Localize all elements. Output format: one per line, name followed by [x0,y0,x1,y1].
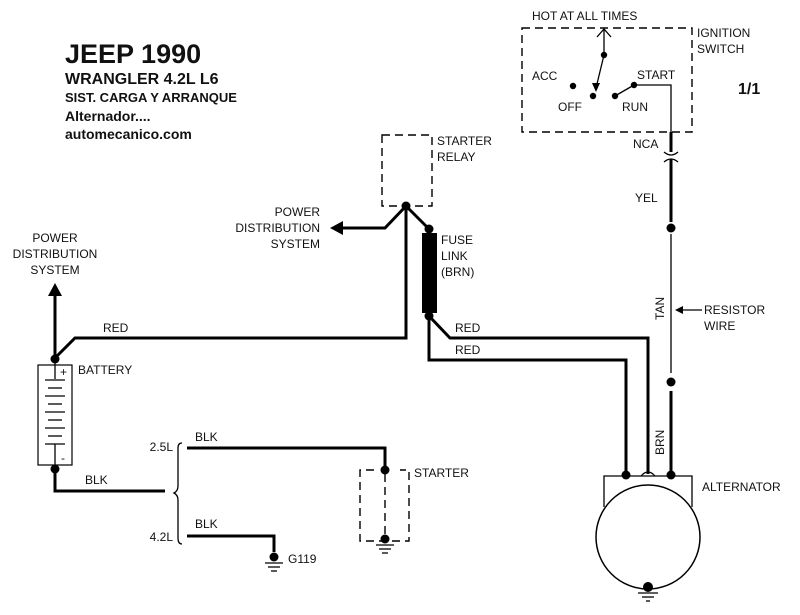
alternator-label: ALTERNATOR [702,480,781,494]
battery-label: BATTERY [78,363,132,377]
diagram-header: JEEP 1990 WRANGLER 4.2L L6 SIST. CARGA Y… [65,39,237,142]
power-distribution-up-arrow-icon[interactable] [48,283,62,296]
engine-option-25: 2.5L [150,440,174,454]
alternator-housing [603,475,693,507]
fuse-link-label-2: LINK [441,249,468,263]
starter-label: STARTER [414,466,469,480]
battery-plus-label: + [60,365,67,379]
alternator-ground-terminal [643,582,653,592]
blk-25-label: BLK [195,430,218,444]
starter: STARTER [359,466,469,554]
resistor-arrow-icon [675,306,683,314]
off-label: OFF [558,100,582,114]
resistor-wire-label-1: RESISTOR [704,303,765,317]
blk-42-wire [187,534,276,552]
alternator-terminal-2 [666,470,676,480]
pds-right-label-2: DISTRIBUTION [235,221,320,235]
acc-label: ACC [532,69,558,83]
splice-tan [666,377,676,387]
ignition-switch-label-1: IGNITION [697,26,750,40]
title-subtitle: Alternador.... [65,108,151,124]
battery-red-label: RED [103,321,129,335]
nca-connector-label: NCA [633,137,658,151]
connector-icon [663,151,679,156]
engine-option-42: 4.2L [150,530,174,544]
battery-blk-label: BLK [85,473,108,487]
engine-option-brace [172,442,183,545]
fuse-red-wire-2 [427,316,628,474]
start-label: START [637,68,676,82]
ground-label: G119 [288,552,317,566]
starter-relay-label-2: RELAY [437,150,475,164]
hot-arrow-icon [596,28,612,38]
fuse-link-label-1: FUSE [441,233,473,247]
switch-blade [595,54,605,89]
ignition-switch: HOT AT ALL TIMES IGNITION SWITCH ACC OFF… [521,9,750,151]
fuse-link [422,233,437,313]
page-indicator: 1/1 [738,81,760,98]
splice-yel [666,223,676,233]
brn-wire-label: BRN [653,430,667,455]
pds-left-label-2: DISTRIBUTION [13,247,98,261]
starter-relay-box [381,134,433,207]
pds-left-label-1: POWER [32,231,78,245]
battery: + - BATTERY [37,363,132,466]
alternator: ALTERNATOR [595,470,781,602]
fuse-red-label-1: RED [455,321,481,335]
ignition-switch-label-2: SWITCH [697,42,744,56]
tan-wire-label: TAN [653,297,667,320]
starter-relay-label-1: STARTER [437,134,492,148]
power-distribution-arrow-icon[interactable] [330,221,343,235]
yel-wire-label: YEL [635,191,658,205]
ignition-feed-circuit: YEL TAN RESISTOR WIRE BRN [635,132,765,474]
wire-crossover [640,471,656,477]
ignition-switch-box [521,27,693,133]
blk-25-wire [187,446,387,468]
off-contact [589,92,597,100]
pds-left-label-3: SYSTEM [30,263,79,277]
battery-minus-label: - [61,451,65,465]
battery-blk-wire [53,469,165,493]
title-make-year: JEEP 1990 [65,39,201,69]
alternator-body [595,484,701,590]
blk-42-label: BLK [195,517,218,531]
pds-right-label-1: POWER [275,205,321,219]
pds-right-label-3: SYSTEM [271,237,320,251]
fuse-link-label-3: (BRN) [441,265,474,279]
ground-g119: G119 [265,552,317,572]
starter-relay: STARTER RELAY [381,134,492,211]
acc-contact [569,82,577,90]
title-model: WRANGLER 4.2L L6 [65,71,219,88]
fuse-red-wire-1 [427,314,650,474]
alternator-terminal-1 [621,470,631,480]
run-label: RUN [622,100,648,114]
hot-at-all-times-label: HOT AT ALL TIMES [532,9,637,23]
title-website: automecanico.com [65,126,192,142]
resistor-wire-label-2: WIRE [704,319,735,333]
battery-red-wire [53,206,408,360]
title-system: SIST. CARGA Y ARRANQUE [65,90,237,105]
fuse-red-label-2: RED [455,343,481,357]
